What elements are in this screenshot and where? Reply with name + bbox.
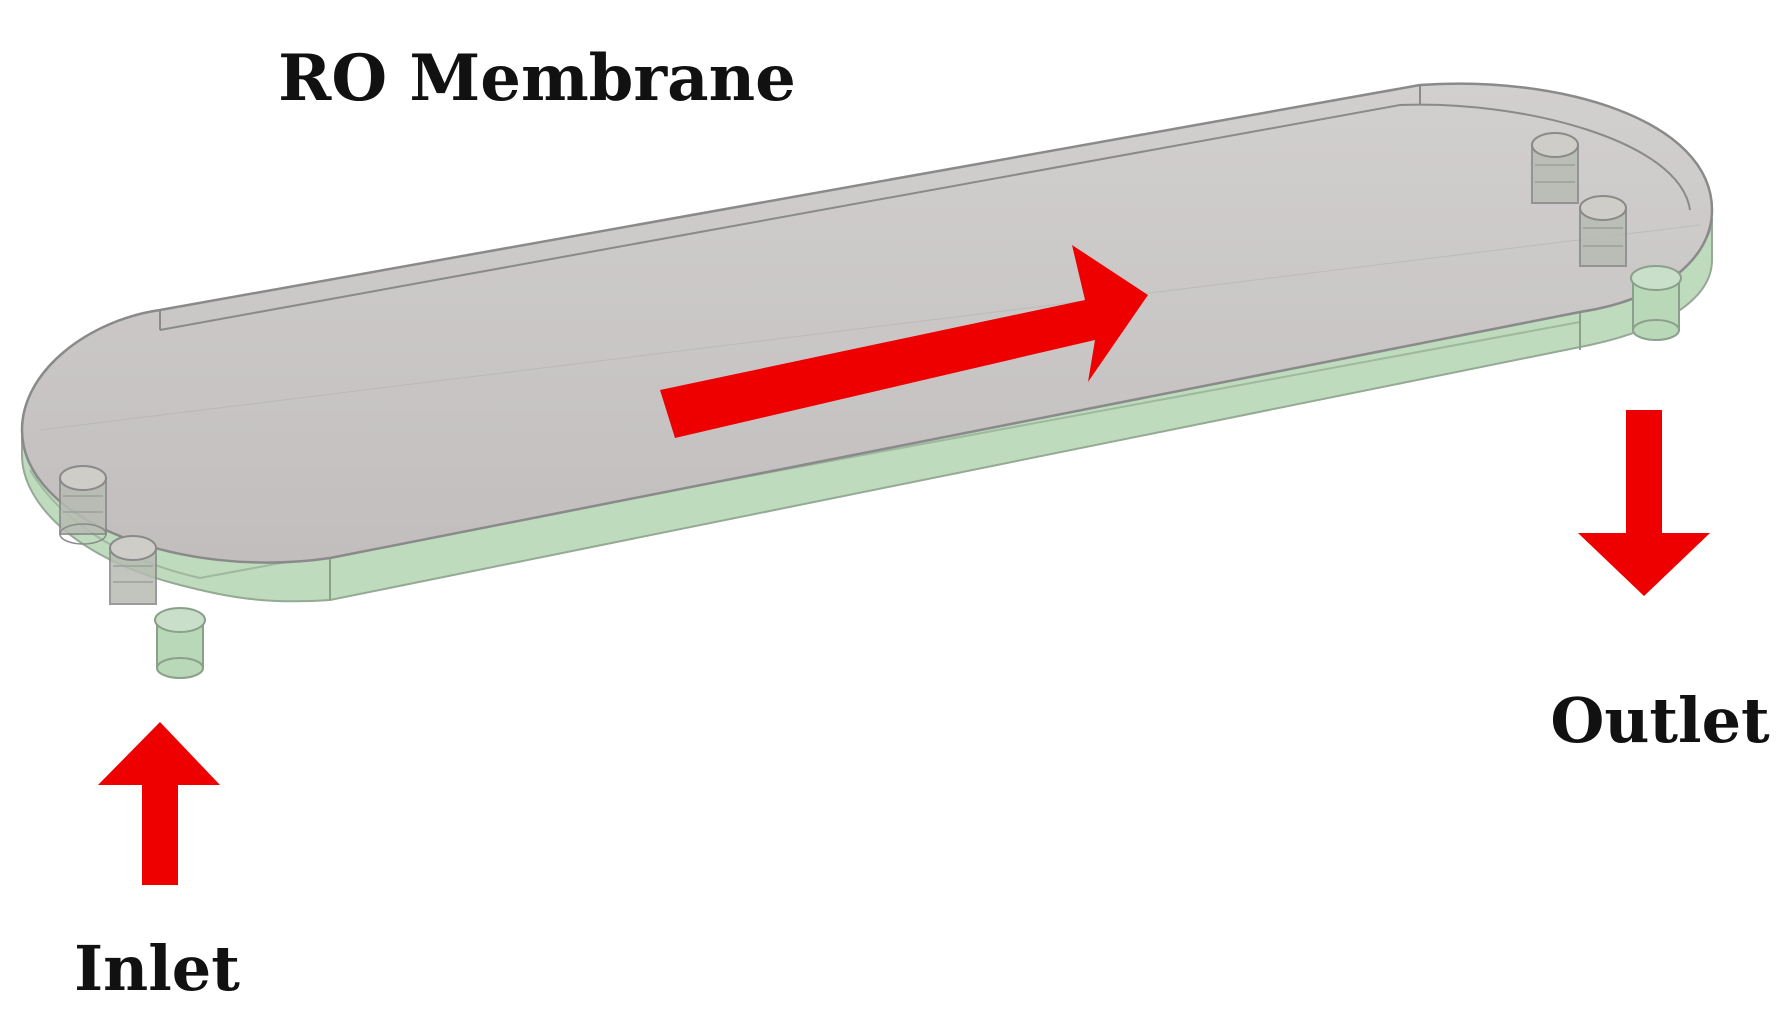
inlet-arrow — [98, 722, 220, 885]
outlet-arrow — [1578, 410, 1710, 596]
outlet-port — [1630, 265, 1682, 341]
inlet-label: Inlet — [74, 932, 240, 1005]
diagram-title: RO Membrane — [278, 41, 796, 116]
outlet-pillar-2 — [1579, 195, 1627, 267]
flow-direction-arrow — [660, 245, 1148, 438]
inlet-pillar-1 — [59, 465, 107, 545]
outlet-pillar-1 — [1531, 132, 1579, 204]
outlet-label: Outlet — [1550, 684, 1770, 757]
inlet-pillar-2 — [109, 535, 157, 605]
membrane-top-surface — [20, 82, 1714, 564]
inlet-port — [154, 607, 206, 679]
